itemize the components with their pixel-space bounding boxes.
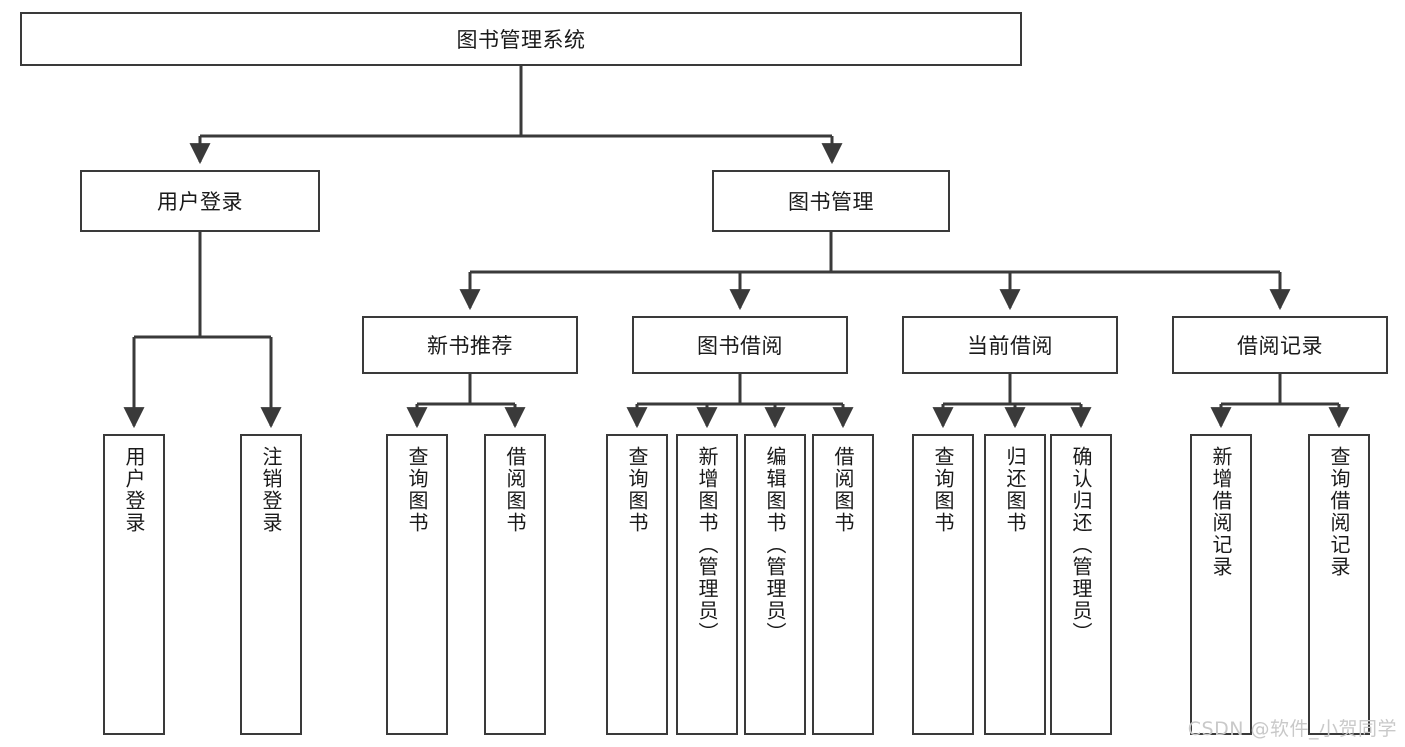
node-leaf-add-book-label: 新增图书（管理员） (695, 446, 719, 644)
node-new-book-recommend-label: 新书推荐 (427, 334, 513, 358)
node-book-manage-label: 图书管理 (788, 190, 874, 214)
node-leaf-confirm-return-label: 确认归还（管理员） (1069, 446, 1093, 644)
node-leaf-query-record[interactable]: 查询借阅记录 (1308, 434, 1370, 735)
node-leaf-query-book-3[interactable]: 查询图书 (912, 434, 974, 735)
watermark-text: CSDN @软件_小贺同学 (1187, 718, 1397, 740)
node-current-borrow[interactable]: 当前借阅 (902, 316, 1118, 374)
node-borrow-record[interactable]: 借阅记录 (1172, 316, 1388, 374)
node-book-manage[interactable]: 图书管理 (712, 170, 950, 232)
node-book-borrow[interactable]: 图书借阅 (632, 316, 848, 374)
node-root-label: 图书管理系统 (456, 28, 586, 52)
node-leaf-add-record[interactable]: 新增借阅记录 (1190, 434, 1252, 735)
node-leaf-borrow-book-2[interactable]: 借阅图书 (812, 434, 874, 735)
node-leaf-edit-book[interactable]: 编辑图书（管理员） (744, 434, 806, 735)
node-leaf-borrow-book-2-label: 借阅图书 (831, 446, 855, 534)
node-leaf-query-book-1[interactable]: 查询图书 (386, 434, 448, 735)
node-leaf-add-book[interactable]: 新增图书（管理员） (676, 434, 738, 735)
node-leaf-edit-book-label: 编辑图书（管理员） (763, 446, 787, 644)
node-leaf-user-logout-label: 注销登录 (259, 446, 283, 534)
node-leaf-query-record-label: 查询借阅记录 (1327, 446, 1351, 578)
node-leaf-user-logout[interactable]: 注销登录 (240, 434, 302, 735)
node-leaf-query-book-2[interactable]: 查询图书 (606, 434, 668, 735)
node-leaf-borrow-book-1-label: 借阅图书 (503, 446, 527, 534)
node-root[interactable]: 图书管理系统 (20, 12, 1022, 66)
node-user-login[interactable]: 用户登录 (80, 170, 320, 232)
node-user-login-label: 用户登录 (157, 190, 243, 214)
node-borrow-record-label: 借阅记录 (1237, 334, 1323, 358)
node-leaf-confirm-return[interactable]: 确认归还（管理员） (1050, 434, 1112, 735)
node-leaf-return-book[interactable]: 归还图书 (984, 434, 1046, 735)
node-leaf-user-login-label: 用户登录 (122, 446, 146, 534)
node-new-book-recommend[interactable]: 新书推荐 (362, 316, 578, 374)
node-current-borrow-label: 当前借阅 (967, 334, 1053, 358)
node-leaf-user-login[interactable]: 用户登录 (103, 434, 165, 735)
node-leaf-return-book-label: 归还图书 (1003, 446, 1027, 534)
node-book-borrow-label: 图书借阅 (697, 334, 783, 358)
node-leaf-query-book-1-label: 查询图书 (405, 446, 429, 534)
node-leaf-query-book-2-label: 查询图书 (625, 446, 649, 534)
node-leaf-add-record-label: 新增借阅记录 (1209, 446, 1233, 578)
node-leaf-query-book-3-label: 查询图书 (931, 446, 955, 534)
node-leaf-borrow-book-1[interactable]: 借阅图书 (484, 434, 546, 735)
